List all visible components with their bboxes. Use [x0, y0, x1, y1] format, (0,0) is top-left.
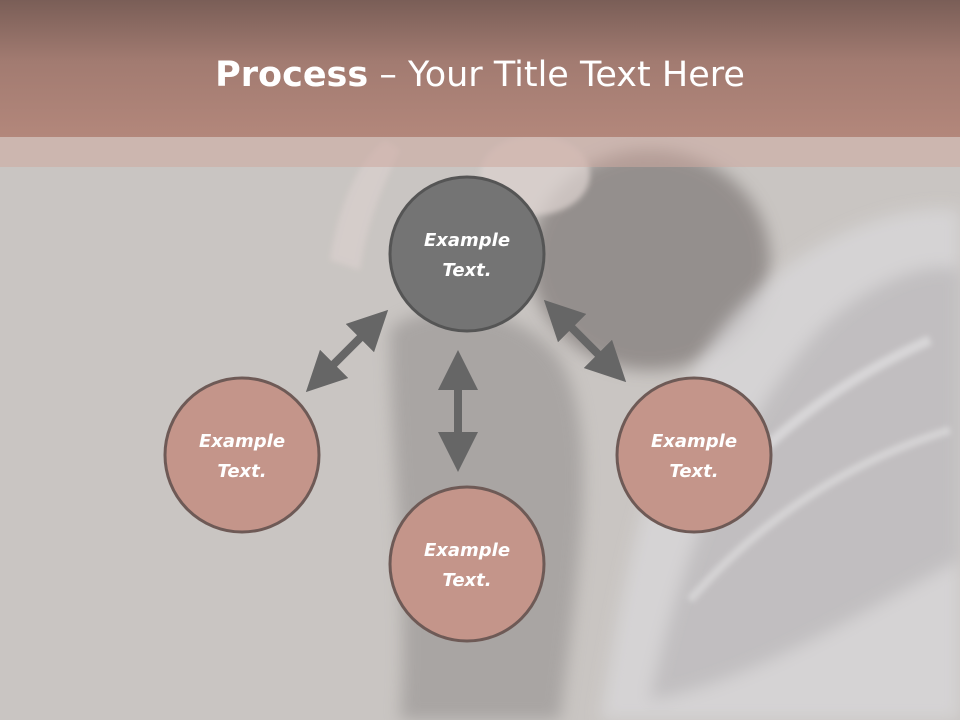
node-right-line1: Example: [651, 431, 737, 452]
node-left-line2: Text.: [217, 461, 266, 482]
node-bottom-line2: Text.: [442, 570, 491, 591]
node-left[interactable]: Example Text.: [163, 376, 321, 534]
node-top-circle: [388, 175, 546, 333]
node-top-line2: Text.: [442, 260, 491, 281]
title-bar: [0, 0, 960, 137]
node-left-line1: Example: [199, 431, 285, 452]
node-top-line1: Example: [424, 230, 510, 251]
arrow-top-left: [305, 309, 389, 393]
node-left-circle: [163, 376, 321, 534]
title-dash: –: [368, 55, 408, 95]
node-right-line2: Text.: [669, 461, 718, 482]
node-right-circle: [615, 376, 773, 534]
title-rest: Your Title Text Here: [407, 55, 745, 95]
slide-title: Process – Your Title Text Here: [0, 50, 960, 100]
node-bottom[interactable]: Example Text.: [388, 485, 546, 643]
arrow-top-right: [543, 299, 627, 383]
node-bottom-line1: Example: [424, 540, 510, 561]
title-band: [0, 137, 960, 167]
title-bold-part: Process: [215, 55, 369, 95]
node-right[interactable]: Example Text.: [615, 376, 773, 534]
node-top[interactable]: Example Text.: [388, 175, 546, 333]
node-bottom-circle: [388, 485, 546, 643]
